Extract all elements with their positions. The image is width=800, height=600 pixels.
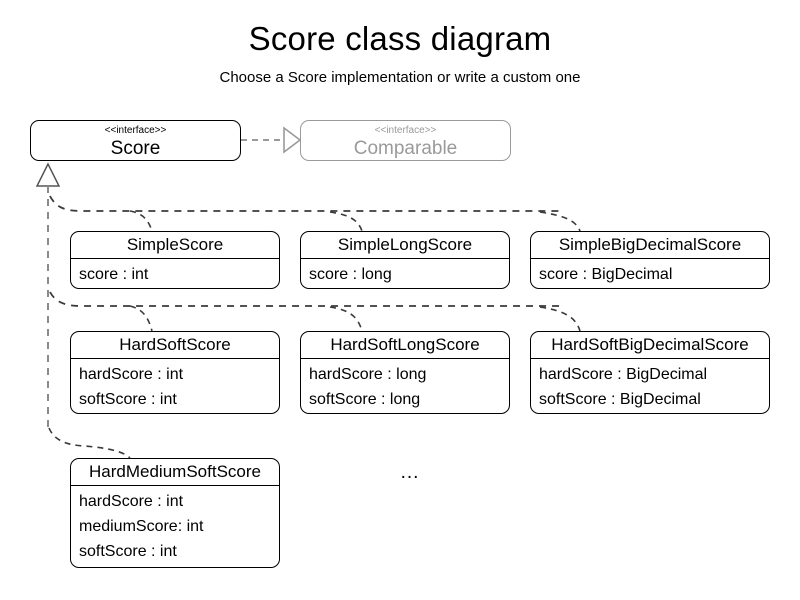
attribute-row: softScore : int	[79, 543, 177, 560]
attribute-row: softScore : BigDecimal	[539, 391, 701, 408]
interface-name-score: Score	[110, 138, 161, 159]
attribute-row: softScore : int	[79, 391, 177, 408]
stereotype-label-score: <<interface>>	[104, 125, 167, 136]
class-name-simplescore: SimpleScore	[71, 232, 279, 259]
interface-name-comparable: Comparable	[353, 138, 458, 159]
interface-box-comparable[interactable]: <<interface>> Comparable	[300, 120, 511, 161]
attribute-row: hardScore : int	[79, 366, 184, 383]
class-attributes-hardsoftscore: hardScore : int softScore : int	[71, 359, 279, 412]
class-name-hardsoftbigdecimalscore: HardSoftBigDecimalScore	[531, 332, 769, 359]
class-attributes-hardmediumsoftscore: hardScore : int mediumScore: int softSco…	[71, 486, 279, 564]
attribute-row: hardScore : long	[309, 366, 427, 383]
stereotype-label-comparable: <<interface>>	[374, 125, 437, 136]
class-attributes-hardsoftlongscore: hardScore : long softScore : long	[301, 359, 509, 412]
attribute-row: softScore : long	[309, 391, 421, 408]
branch-drop-hardsoftscore	[129, 305, 153, 332]
class-box-simplebigdecimalscore[interactable]: SimpleBigDecimalScore score : BigDecimal	[530, 231, 770, 289]
attribute-row: mediumScore: int	[79, 518, 204, 535]
branch-drop-simplescore	[129, 210, 153, 232]
branch-drop-hardsoftbigdecimalscore	[539, 306, 581, 332]
generalization-triangle-score	[35, 162, 61, 187]
branch-bus-row1	[49, 195, 560, 212]
attribute-row: hardScore : int	[79, 493, 184, 510]
branch-bus-row2	[49, 291, 560, 307]
class-box-hardsoftlongscore[interactable]: HardSoftLongScore hardScore : long softS…	[300, 331, 510, 414]
attribute-row: score : BigDecimal	[539, 266, 673, 283]
class-box-simplescore[interactable]: SimpleScore score : int	[70, 231, 280, 289]
attribute-row: score : int	[79, 266, 149, 283]
attribute-row: hardScore : BigDecimal	[539, 366, 708, 383]
realization-arrowhead-comparable	[283, 126, 302, 154]
class-name-hardsoftscore: HardSoftScore	[71, 332, 279, 359]
branch-drop-hardsoftlongscore	[329, 306, 363, 332]
class-box-hardsoftscore[interactable]: HardSoftScore hardScore : int softScore …	[70, 331, 280, 414]
page-title: Score class diagram	[248, 20, 552, 57]
more-implementations-ellipsis: ...	[400, 462, 420, 483]
page-subtitle: Choose a Score implementation or write a…	[219, 69, 581, 86]
class-attributes-simplelongscore: score : long	[301, 259, 509, 287]
class-box-hardmediumsoftscore[interactable]: HardMediumSoftScore hardScore : int medi…	[70, 458, 280, 568]
branch-drop-hardmediumsoftscore	[48, 427, 131, 459]
branch-drop-simplebigdecimalscore	[539, 211, 581, 232]
class-name-simplebigdecimalscore: SimpleBigDecimalScore	[531, 232, 769, 259]
class-box-simplelongscore[interactable]: SimpleLongScore score : long	[300, 231, 510, 289]
attribute-row: score : long	[309, 266, 392, 283]
class-box-hardsoftbigdecimalscore[interactable]: HardSoftBigDecimalScore hardScore : BigD…	[530, 331, 770, 414]
class-attributes-simplescore: score : int	[71, 259, 279, 287]
class-attributes-simplebigdecimalscore: score : BigDecimal	[531, 259, 769, 287]
class-name-hardsoftlongscore: HardSoftLongScore	[301, 332, 509, 359]
branch-drop-simplelongscore	[329, 211, 363, 232]
interface-box-score[interactable]: <<interface>> Score	[30, 120, 241, 161]
class-attributes-hardsoftbigdecimalscore: hardScore : BigDecimal softScore : BigDe…	[531, 359, 769, 412]
class-name-simplelongscore: SimpleLongScore	[301, 232, 509, 259]
class-name-hardmediumsoftscore: HardMediumSoftScore	[71, 459, 279, 486]
